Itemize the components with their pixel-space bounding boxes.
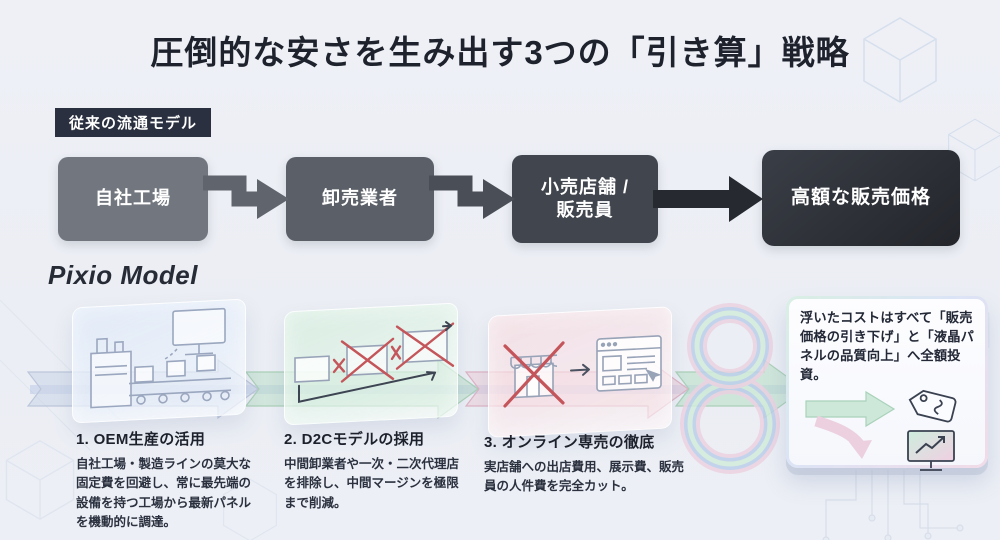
card-online — [488, 306, 672, 438]
green-arrow-icon — [805, 390, 896, 427]
traditional-model-label: 従来の流通モデル — [55, 108, 212, 137]
factory-icon — [90, 307, 231, 409]
online-store-icon — [503, 335, 662, 408]
step-text-oem: 1. OEM生産の活用 自社工場・製造ラインの莫大な固定費を回避し、常に最先端の… — [76, 428, 252, 533]
pixio-model-label: Pixio Model — [48, 260, 198, 290]
loop-infinity-icon — [680, 303, 780, 474]
pink-arrow-icon — [814, 415, 865, 449]
flow-step-label: 卸売業者 — [322, 188, 398, 209]
arrow-right-icon — [203, 175, 289, 219]
step-text-d2c: 2. D2Cモデルの採用 中間卸業者や一次・二次代理店を排除し、中間マージンを極… — [284, 428, 466, 513]
flow-step-own-factory: 自社工場 — [58, 157, 208, 241]
flow-step-label: 小売店舗 / 販売員 — [540, 176, 629, 220]
outcome-icons — [805, 389, 957, 471]
card-d2c — [284, 302, 458, 426]
step-text-online: 3. オンライン専売の徹底 実店舗への出店費用、展示費、販売員の人件費を完全カッ… — [484, 431, 684, 497]
arrow-right-icon — [653, 176, 763, 222]
flow-step-retail: 小売店舗 / 販売員 — [512, 155, 658, 243]
step-heading: 3. オンライン専売の徹底 — [484, 434, 655, 451]
step-heading: 1. OEM生産の活用 — [76, 431, 206, 448]
arrow-right-icon — [429, 175, 515, 219]
flow-step-wholesaler: 卸売業者 — [286, 157, 434, 241]
step-body: 自社工場・製造ラインの莫大な固定費を回避し、常に最先端の設備を持つ工場から最新パ… — [76, 457, 252, 530]
outcome-text: 浮いたコストはすべて「販売価格の引き下げ」と「液晶パネルの品質向上」へ全額投資。 — [800, 310, 975, 383]
flow-step-label: 自社工場 — [95, 188, 171, 209]
outcome-box: 浮いたコストはすべて「販売価格の引き下げ」と「液晶パネルの品質向上」へ全額投資。 — [786, 296, 988, 471]
step-heading: 2. D2Cモデルの採用 — [284, 431, 425, 448]
price-tag-icon — [908, 389, 957, 422]
card-oem — [72, 298, 246, 424]
monitor-chart-icon — [907, 429, 955, 471]
d2c-boxes-icon — [294, 321, 455, 404]
flow-step-label: 高額な販売価格 — [790, 186, 931, 208]
step-body: 実店舗への出店費用、展示費、販売員の人件費を完全カット。 — [484, 460, 685, 494]
flow-step-high-price: 高額な販売価格 — [762, 150, 960, 246]
page-title: 圧倒的な安さを生み出す3つの「引き算」戦略 — [150, 34, 850, 71]
step-body: 中間卸業者や一次・二次代理店を排除し、中間マージンを極限まで削減。 — [284, 457, 460, 510]
